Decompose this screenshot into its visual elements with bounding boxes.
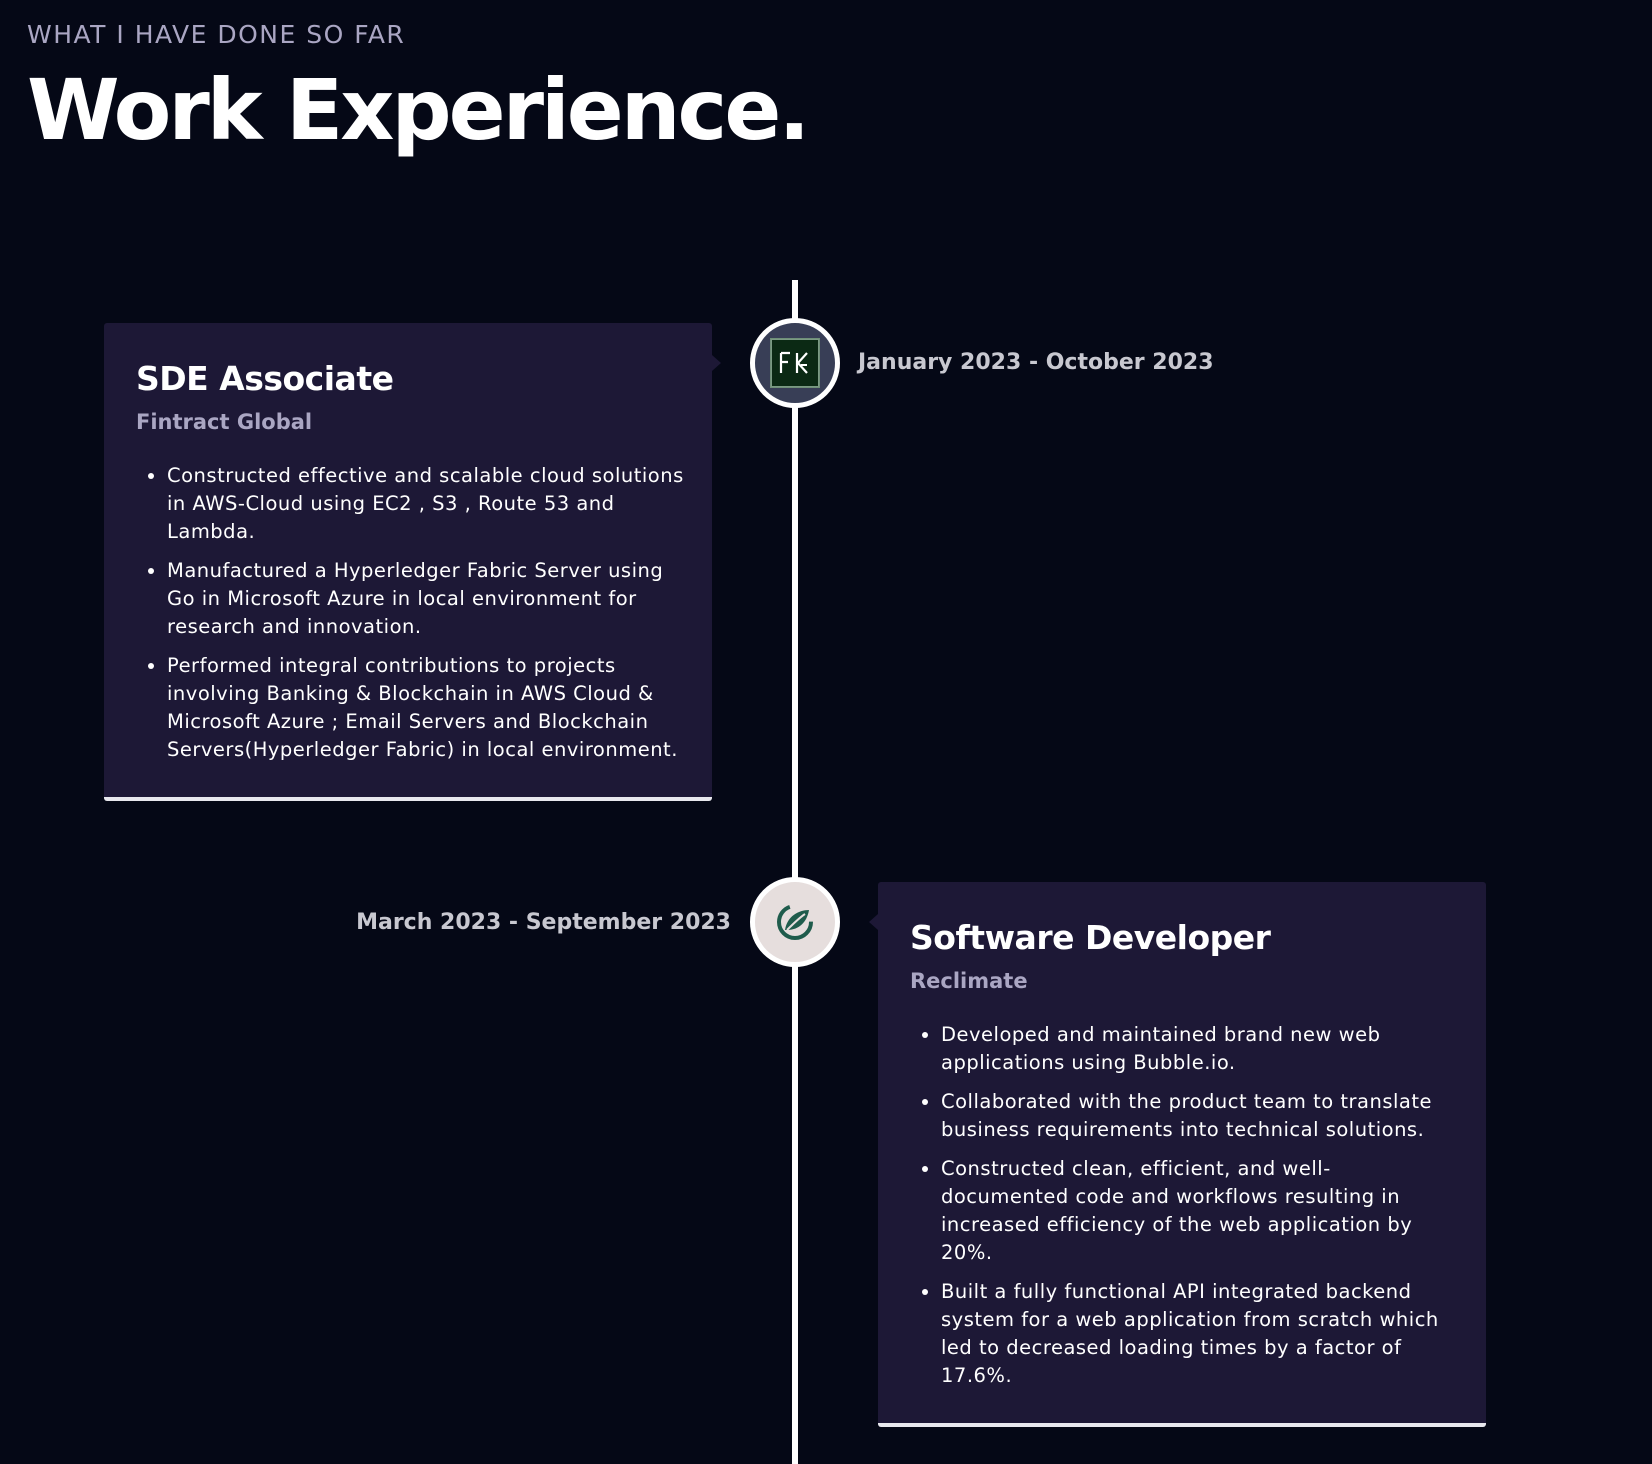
- reclimate-leaf-icon: [777, 904, 813, 940]
- experience-point: Constructed clean, efficient, and well-d…: [941, 1155, 1458, 1267]
- experience-point: Performed integral contributions to proj…: [167, 652, 684, 764]
- timeline-line: [792, 280, 798, 1464]
- experience-card-fintract: SDE Associate Fintract Global Constructe…: [104, 323, 721, 801]
- company-name: Fintract Global: [136, 410, 313, 434]
- page-title: Work Experience.: [27, 61, 810, 159]
- job-title: Software Developer: [910, 918, 1271, 957]
- experience-point: Constructed effective and scalable cloud…: [167, 462, 684, 546]
- experience-point: Built a fully functional API integrated …: [941, 1278, 1458, 1390]
- fintract-logo-svg: [771, 339, 819, 387]
- experience-point: Developed and maintained brand new web a…: [941, 1021, 1458, 1077]
- experience-point: Collaborated with the product team to tr…: [941, 1088, 1458, 1144]
- experience-date: March 2023 - September 2023: [356, 910, 731, 935]
- experience-points: Constructed effective and scalable cloud…: [136, 462, 684, 764]
- experience-date: January 2023 - October 2023: [858, 350, 1214, 375]
- section-subtitle: WHAT I HAVE DONE SO FAR: [27, 20, 406, 49]
- experience-point: Manufactured a Hyperledger Fabric Server…: [167, 557, 684, 641]
- experience-card-reclimate: Software Developer Reclimate Developed a…: [869, 882, 1486, 1427]
- job-title: SDE Associate: [136, 359, 394, 398]
- timeline-node-reclimate: [750, 877, 840, 967]
- experience-points: Developed and maintained brand new web a…: [910, 1021, 1458, 1390]
- card-pointer: [712, 355, 721, 371]
- card-pointer: [869, 914, 878, 930]
- timeline-node-fintract: [750, 318, 840, 408]
- company-name: Reclimate: [910, 969, 1028, 993]
- fintract-logo-icon: [770, 338, 820, 388]
